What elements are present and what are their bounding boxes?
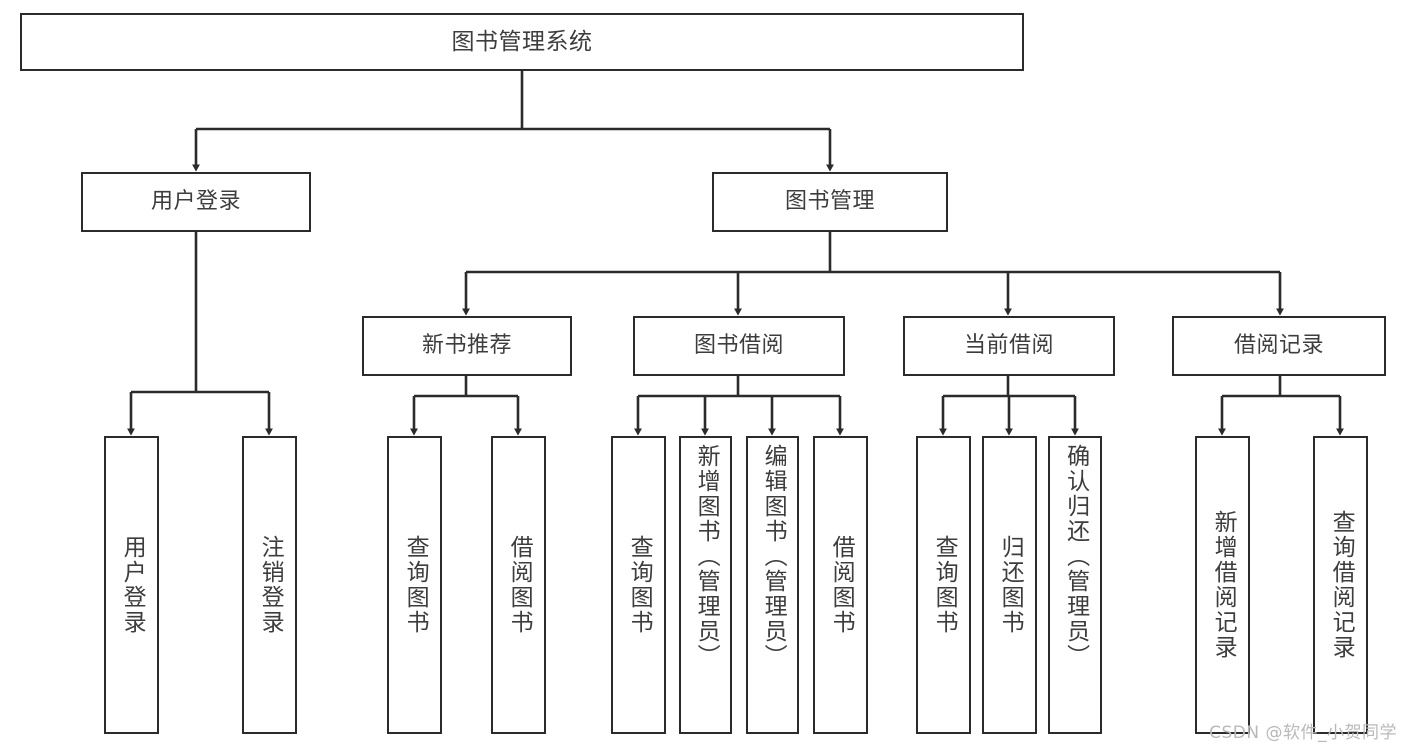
node-leaf-query-book-2[interactable]: 查询图书 (611, 436, 666, 734)
node-root[interactable]: 图书管理系统 (20, 13, 1024, 71)
node-leaf-query-record[interactable]: 查询借阅记录 (1313, 436, 1368, 734)
node-leaf-user-login[interactable]: 用户登录 (104, 436, 159, 734)
node-leaf-query-book-3-label: 查询图书 (931, 535, 958, 635)
node-leaf-borrow-book-2-label: 借阅图书 (828, 535, 855, 635)
node-leaf-query-record-label: 查询借阅记录 (1328, 510, 1355, 660)
node-book-borrow-label: 图书借阅 (693, 333, 784, 359)
node-user-login[interactable]: 用户登录 (81, 172, 311, 232)
node-borrow-record-label: 借阅记录 (1233, 333, 1324, 359)
node-root-label: 图书管理系统 (451, 28, 593, 55)
node-leaf-user-logout-label: 注销登录 (257, 535, 284, 635)
node-leaf-query-book-1[interactable]: 查询图书 (387, 436, 442, 734)
node-leaf-edit-book[interactable]: 编辑图书（管理员） (746, 436, 799, 734)
node-new-book-recommend-label: 新书推荐 (421, 333, 512, 359)
node-user-login-label: 用户登录 (150, 189, 241, 215)
node-leaf-edit-book-label: 编辑图书（管理员） (760, 444, 787, 669)
node-leaf-query-book-3[interactable]: 查询图书 (916, 436, 971, 734)
node-leaf-user-logout[interactable]: 注销登录 (242, 436, 297, 734)
node-leaf-borrow-book-2[interactable]: 借阅图书 (813, 436, 868, 734)
node-leaf-add-record[interactable]: 新增借阅记录 (1195, 436, 1250, 734)
node-current-borrow-label: 当前借阅 (963, 333, 1054, 359)
node-leaf-confirm-return-label: 确认归还（管理员） (1062, 444, 1089, 669)
node-current-borrow[interactable]: 当前借阅 (903, 316, 1115, 376)
node-leaf-query-book-1-label: 查询图书 (402, 535, 429, 635)
node-new-book-recommend[interactable]: 新书推荐 (362, 316, 572, 376)
node-leaf-add-book-label: 新增图书（管理员） (693, 444, 720, 669)
node-leaf-add-book[interactable]: 新增图书（管理员） (679, 436, 732, 734)
node-borrow-record[interactable]: 借阅记录 (1172, 316, 1386, 376)
node-leaf-add-record-label: 新增借阅记录 (1210, 510, 1237, 660)
node-leaf-user-login-label: 用户登录 (119, 535, 146, 635)
node-leaf-borrow-book-1[interactable]: 借阅图书 (491, 436, 546, 734)
node-leaf-return-book[interactable]: 归还图书 (982, 436, 1037, 734)
watermark: CSDN @软件_小贺同学 (1209, 723, 1397, 743)
node-book-borrow[interactable]: 图书借阅 (633, 316, 845, 376)
node-leaf-borrow-book-1-label: 借阅图书 (506, 535, 533, 635)
node-leaf-confirm-return[interactable]: 确认归还（管理员） (1048, 436, 1102, 734)
node-leaf-return-book-label: 归还图书 (997, 535, 1024, 635)
node-book-management-label: 图书管理 (784, 189, 875, 215)
node-book-management[interactable]: 图书管理 (712, 172, 948, 232)
node-leaf-query-book-2-label: 查询图书 (626, 535, 653, 635)
